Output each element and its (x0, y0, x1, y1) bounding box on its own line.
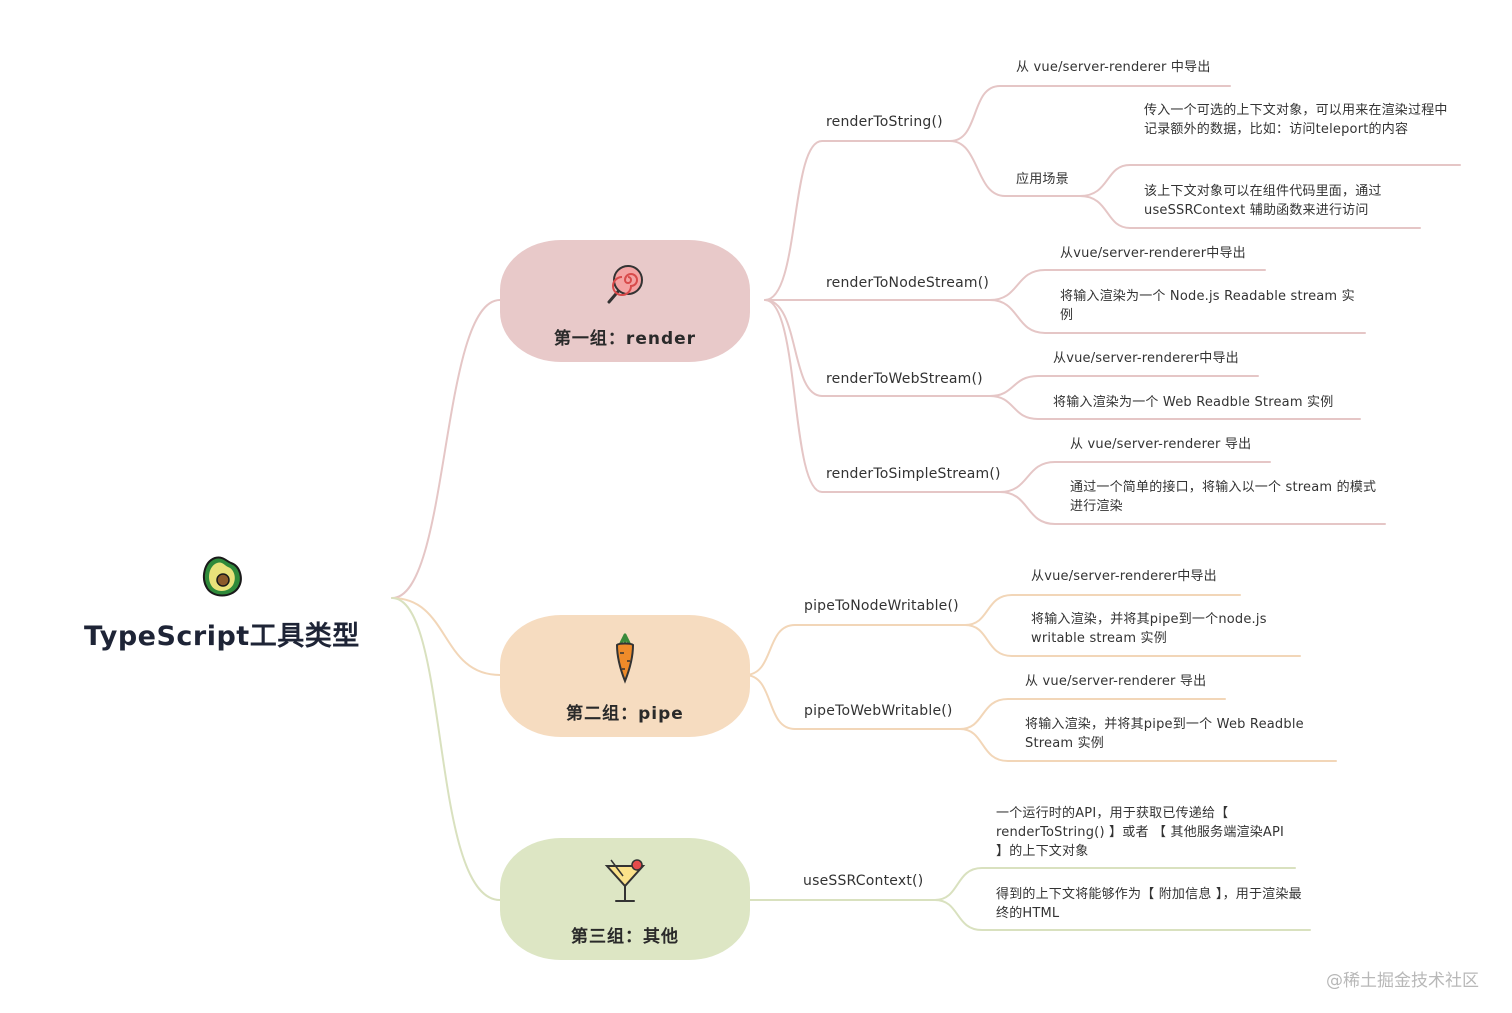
link-nodestream-desc (989, 299, 1366, 334)
link-simplestream-desc (999, 491, 1386, 525)
link-simplestream-export (999, 461, 1271, 493)
link-ssrcontext-desc2 (934, 899, 1311, 931)
link-root-other (391, 597, 501, 901)
link-render-tosimplestream (764, 299, 1001, 493)
link-toweb-export (959, 698, 1226, 730)
node-pipe-web-desc: 将输入渲染，并将其pipe到一个 Web Readble Stream 实例 (1025, 717, 1304, 751)
group-render-label: 第一组：render (553, 329, 697, 349)
link-scenario-2 (1079, 195, 1421, 229)
node-pipe-to-node-writable[interactable]: pipeToNodeWritable() (804, 598, 959, 614)
node-render-to-node-stream[interactable]: renderToNodeStream() (826, 275, 990, 291)
node-web-stream-desc: 将输入渲染为一个 Web Readble Stream 实例 (1053, 395, 1334, 410)
link-ssrcontext-desc1 (934, 867, 1296, 901)
link-root-render (391, 299, 501, 599)
carrot-icon (500, 633, 750, 684)
group-render-node[interactable]: 第一组：render (500, 240, 750, 362)
link-root-pipe (391, 597, 501, 676)
node-pipe-node-desc: 将输入渲染，并将其pipe到一个node.js writable stream … (1031, 612, 1267, 646)
node-node-stream-export: 从vue/server-renderer中导出 (1060, 246, 1246, 261)
node-web-stream-export: 从vue/server-renderer中导出 (1053, 351, 1239, 366)
avocado-icon (198, 552, 248, 602)
node-simple-stream-export: 从 vue/server-renderer 导出 (1070, 437, 1252, 452)
link-toweb-desc (959, 728, 1337, 762)
link-scenario-1 (1079, 164, 1461, 197)
node-simple-stream-desc: 通过一个简单的接口，将输入以一个 stream 的模式进行渲染 (1070, 480, 1377, 514)
node-scenario-label[interactable]: 应用场景 (1016, 172, 1069, 187)
cocktail-icon (500, 858, 750, 906)
link-pipe-tonode (744, 624, 966, 676)
node-render-to-string[interactable]: renderToString() (826, 114, 943, 130)
group-pipe-label: 第二组：pipe (566, 704, 684, 724)
lollipop-icon (500, 260, 750, 308)
node-render-to-web-stream[interactable]: renderToWebStream() (826, 371, 983, 387)
link-pipe-toweb (744, 674, 961, 730)
group-other-node[interactable]: 第三组：其他 (500, 838, 750, 960)
link-tonode-desc (964, 624, 1301, 657)
node-scenario-1: 传入一个可选的上下文对象，可以用来在渲染过程中记录额外的数据，比如：访问tele… (1144, 103, 1448, 137)
root-title: TypeScript工具类型 (84, 621, 360, 652)
node-ssr-context-desc-2: 得到的上下文将能够作为【 附加信息 】，用于渲染最终的HTML (996, 887, 1302, 921)
link-tostring-scenario (949, 140, 1081, 197)
link-tostring-export (949, 85, 1231, 142)
link-tonode-export (964, 594, 1241, 626)
node-node-stream-desc: 将输入渲染为一个 Node.js Readable stream 实例 (1060, 289, 1355, 323)
link-webstream-export (989, 375, 1259, 397)
node-scenario-2: 该上下文对象可以在组件代码里面，通过 useSSRContext 辅助函数来进行… (1144, 184, 1382, 218)
node-ssr-context-desc-1: 一个运行时的API，用于获取已传递给【 renderToString() 】或者… (996, 806, 1285, 859)
node-pipe-web-export: 从 vue/server-renderer 导出 (1025, 674, 1207, 689)
link-nodestream-export (989, 269, 1266, 301)
node-render-to-string-export: 从 vue/server-renderer 中导出 (1016, 60, 1211, 75)
link-render-tostring (764, 140, 951, 301)
node-pipe-node-export: 从vue/server-renderer中导出 (1031, 569, 1217, 584)
link-render-towebstream (764, 299, 991, 397)
group-pipe-node[interactable]: 第二组：pipe (500, 615, 750, 737)
node-pipe-to-web-writable[interactable]: pipeToWebWritable() (804, 703, 953, 719)
node-use-ssr-context[interactable]: useSSRContext() (803, 873, 924, 889)
group-other-label: 第三组：其他 (571, 927, 679, 947)
watermark: @稀土掘金技术社区 (1326, 971, 1479, 991)
node-render-to-simple-stream[interactable]: renderToSimpleStream() (826, 466, 1001, 482)
link-webstream-desc (989, 395, 1361, 420)
